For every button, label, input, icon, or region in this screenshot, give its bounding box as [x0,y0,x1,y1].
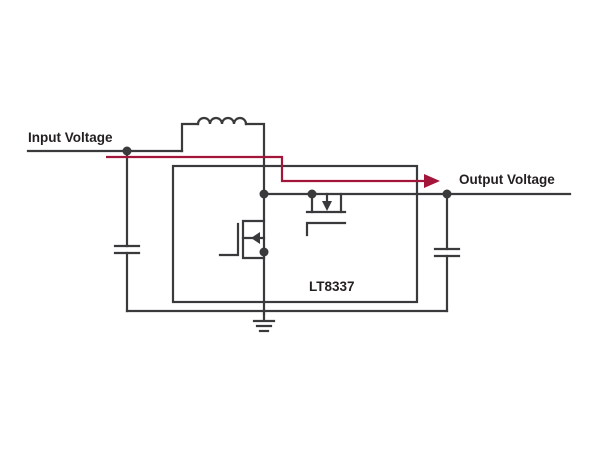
current-path-line [106,155,425,183]
pmos-arrow-icon [322,201,332,211]
output-voltage-label: Output Voltage [459,172,555,187]
inductor-icon [180,116,266,316]
junction-dots [122,146,452,257]
input-capacitor-icon [113,149,141,313]
pmos-transistor-icon [305,192,347,237]
ground-icon [252,312,276,333]
chip-label: LT8337 [309,279,355,294]
output-capacitor-icon [433,192,461,313]
input-voltage-label: Input Voltage [28,130,113,145]
current-path-arrow-icon [424,174,440,188]
chip-box [171,164,419,304]
nmos-arrow-icon [251,232,260,244]
